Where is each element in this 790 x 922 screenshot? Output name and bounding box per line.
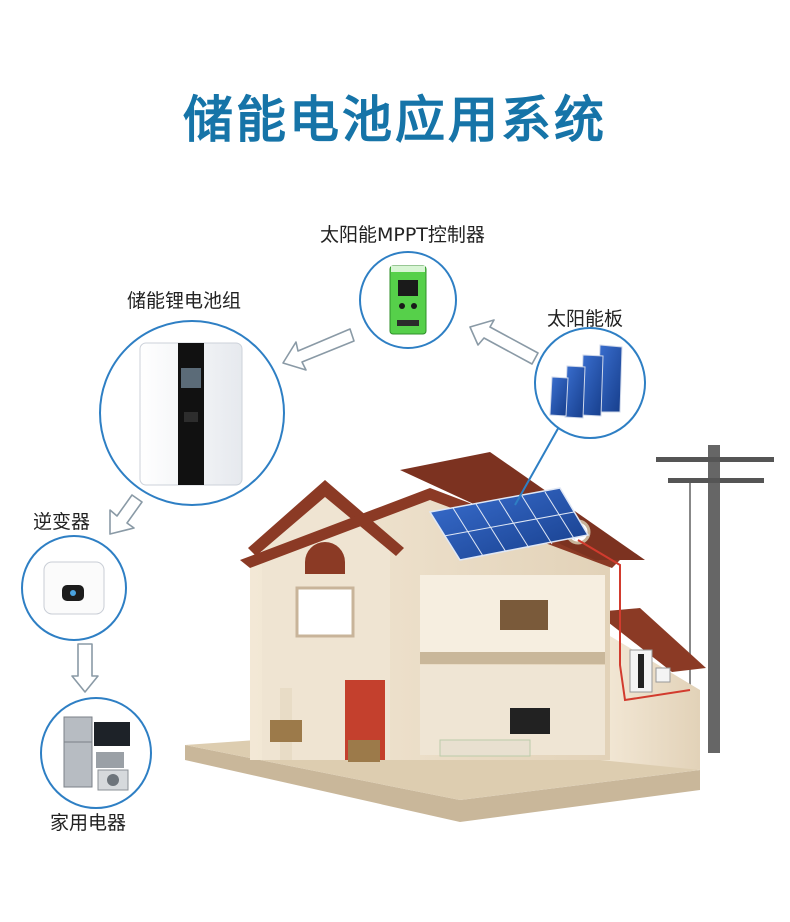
- arrow-mppt-to-battery: [283, 329, 354, 370]
- battery-node: [100, 321, 284, 505]
- label-solar-panel: 太阳能板: [547, 304, 623, 331]
- label-inverter: 逆变器: [33, 507, 90, 534]
- label-battery: 储能锂电池组: [127, 286, 241, 313]
- house-illustration: [185, 445, 774, 822]
- label-mppt-controller: 太阳能MPPT控制器: [320, 220, 485, 247]
- appliances-node: [41, 698, 151, 808]
- solar-panel-node: [535, 328, 645, 438]
- arrow-battery-to-inverter: [110, 495, 142, 534]
- label-appliances: 家用电器: [50, 808, 126, 835]
- mppt-controller-node: [360, 252, 456, 348]
- arrow-panel-to-mppt: [470, 320, 538, 364]
- inverter-node: [22, 536, 126, 640]
- arrow-inverter-to-appliances: [72, 644, 98, 692]
